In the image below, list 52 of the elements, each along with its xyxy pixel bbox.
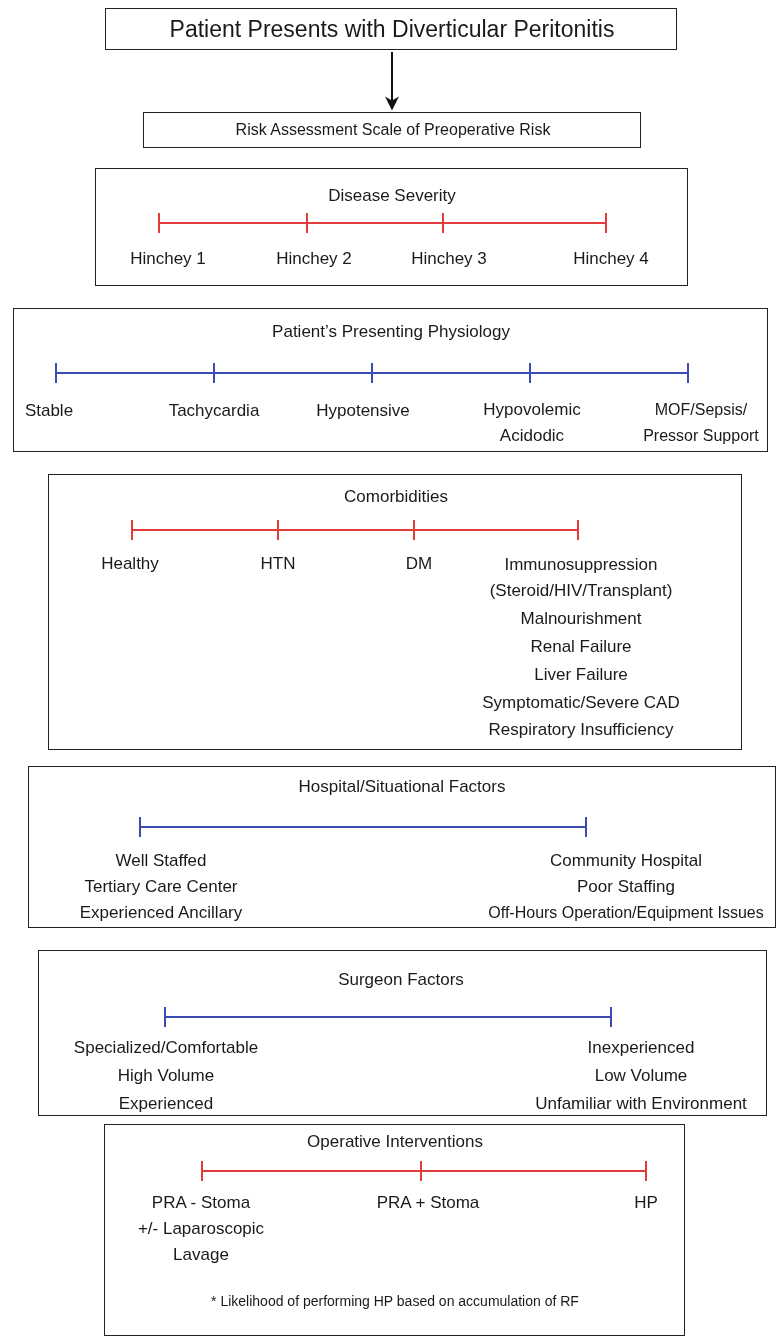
scale-label: Experienced (118, 1093, 214, 1115)
arrow (385, 51, 399, 111)
panel-heading: Hospital/Situational Factors (298, 776, 506, 798)
process-box (105, 8, 677, 50)
scale-label: Hinchey 3 (411, 248, 487, 270)
box-text: Patient Presents with Diverticular Peritonitis (169, 16, 615, 42)
scale-label: Hypotensive (316, 400, 410, 422)
process-box (143, 112, 641, 148)
scale-label: Low Volume (594, 1065, 688, 1087)
scale-label: +/- Laparoscopic Lavage (136, 1218, 266, 1266)
box-text: Risk Assessment Scale of Preoperative Risk (235, 120, 551, 140)
scale-label: Liver Failure (534, 664, 628, 686)
scale-label: Hinchey 2 (276, 248, 352, 270)
scale-label: MOF/Sepsis/ Pressor Support (642, 400, 760, 446)
scale-label: Stable (24, 400, 74, 422)
scale-label: PRA + Stoma (376, 1192, 480, 1214)
scale-label: Hypovolemic Acidodic (482, 399, 582, 447)
panel-heading: Patient’s Presenting Physiology (272, 321, 510, 343)
scale-label: High Volume (117, 1065, 215, 1087)
scale-label: Experienced Ancillary (79, 902, 243, 924)
scale-label: PRA - Stoma (151, 1192, 251, 1214)
scale-label: HTN (260, 553, 296, 575)
scale-panel (48, 474, 742, 750)
scale-label: DM (405, 553, 433, 575)
scale-panel (38, 950, 767, 1116)
scale-label: Specialized/Comfortable (73, 1037, 259, 1059)
panel-heading: Surgeon Factors (338, 969, 464, 991)
scale-label: Inexperienced (587, 1037, 695, 1059)
panel-heading: Comorbidities (344, 486, 448, 508)
panel-heading: Operative Interventions (307, 1131, 483, 1153)
scale-label: Poor Staffing (577, 876, 675, 898)
scale-label: Tachycardia (168, 400, 260, 422)
scale-label: Renal Failure (530, 636, 632, 658)
scale-label: Respiratory Insufficiency (488, 719, 674, 741)
scale-label: Hinchey 1 (130, 248, 206, 270)
scale-label: Immunosuppression (Steroid/HIV/Transplant) (488, 554, 674, 602)
scale-label: Unfamiliar with Environment (535, 1093, 747, 1115)
scale-panel (13, 308, 768, 452)
scale-label: Symptomatic/Severe CAD (482, 692, 680, 714)
scale-panel (28, 766, 776, 928)
scale-label: Malnourishment (520, 608, 642, 630)
scale-label: Community Hospital (549, 850, 703, 872)
scale-label: * Likelihood of performing HP based on accumulation of RF (211, 1292, 579, 1311)
scale-label: Well Staffed (115, 850, 207, 872)
panel-heading: Disease Severity (328, 185, 456, 207)
scale-panel (95, 168, 688, 286)
scale-panel (104, 1124, 685, 1336)
scale-label: Tertiary Care Center (84, 876, 238, 898)
scale-label: HP (634, 1192, 658, 1214)
scale-label: Off-Hours Operation/Equipment Issues (488, 903, 764, 923)
scale-label: Hinchey 4 (573, 248, 649, 270)
scale-label: Healthy (101, 553, 159, 575)
